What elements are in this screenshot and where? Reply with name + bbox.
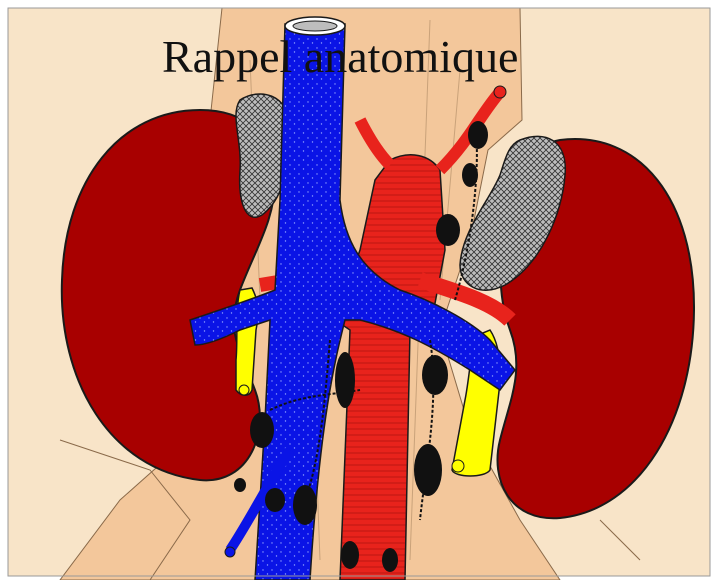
slide-title: Rappel anatomique	[162, 34, 518, 80]
